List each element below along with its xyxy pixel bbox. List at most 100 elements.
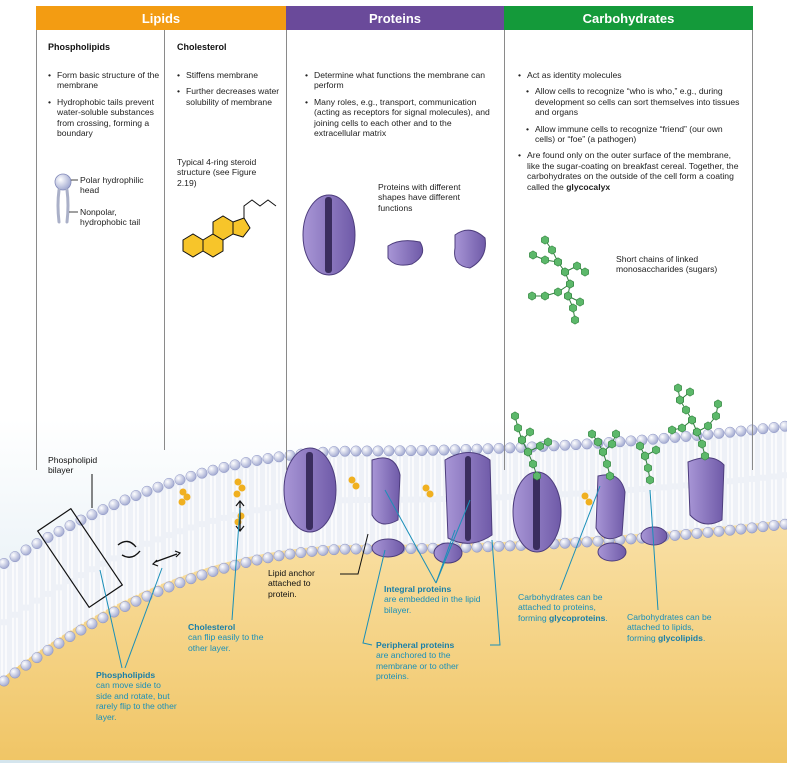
phospholipid-head xyxy=(20,544,32,556)
sugar-unit xyxy=(536,441,544,451)
lipids-header: Lipids xyxy=(141,10,181,26)
phospholipid-tail-pair xyxy=(45,543,51,645)
phospholipid-tail-pair xyxy=(155,493,161,586)
phospholipid-tail-pair xyxy=(177,485,183,577)
integral-proteins-text: are embedded in the lipid bilayer. xyxy=(384,594,481,615)
phospholipid-head xyxy=(328,446,340,458)
phospholipid-head xyxy=(669,529,681,541)
sugar-chains-text: Short chains of linked monosaccharides (… xyxy=(616,254,718,275)
phospholipid-head xyxy=(174,577,186,589)
phospholipid-tail-pair xyxy=(584,449,590,536)
phospholipid-head xyxy=(438,444,450,456)
phospholipid-head xyxy=(174,474,186,486)
carbohydrates-header: Carbohydrates xyxy=(582,10,675,26)
phospholipid-head xyxy=(625,435,637,447)
phospholipid-tail-pair xyxy=(738,437,744,524)
phospholipid-head xyxy=(493,442,505,454)
phospholipid-head xyxy=(680,528,692,540)
phospholipid-head xyxy=(581,536,593,548)
phospholipid-tail-pair xyxy=(100,515,106,612)
phospholipid-head xyxy=(405,543,417,555)
lipid-anchor-label: Lipid anchor attached to protein. xyxy=(268,568,315,599)
phospholipid-head xyxy=(328,544,340,556)
integral-proteins-term: Integral proteins xyxy=(384,584,452,594)
membrane-proteins xyxy=(283,447,725,564)
phospholipid-head xyxy=(504,540,516,552)
sugar-unit xyxy=(698,439,706,449)
phospholipid-head xyxy=(625,533,637,545)
phospholipid-head xyxy=(273,550,285,562)
sugar-chain-icon xyxy=(528,235,589,325)
sugar-unit xyxy=(576,297,584,307)
phospholipid-head xyxy=(229,559,241,571)
sugar-unit xyxy=(554,287,562,297)
phospholipid-head xyxy=(460,542,472,553)
phospholipid-tail-pair xyxy=(595,449,601,536)
steroid-structure-icon xyxy=(182,199,277,258)
sugar-unit xyxy=(588,429,596,439)
phospholipid-tail-pair xyxy=(254,466,260,555)
phospholipid-head xyxy=(141,485,153,497)
phospholipid-head xyxy=(449,444,461,456)
phospholipid-head xyxy=(405,445,417,457)
phospholipid-head xyxy=(482,541,494,553)
phospholipid-tail-pair xyxy=(210,476,216,566)
phospholipid-head xyxy=(350,543,362,555)
phospholipid-tail-pair xyxy=(672,443,678,530)
phospholipid-tail-pair xyxy=(507,453,513,540)
phospholipid-head xyxy=(427,444,439,456)
sugar-unit xyxy=(573,261,581,271)
phospholipid-tail-pair xyxy=(353,457,359,544)
phospholipid-head xyxy=(482,443,494,455)
phospholipid-tail-pair xyxy=(562,451,568,538)
glycoproteins-term: glycoproteins xyxy=(549,612,606,623)
divider-left xyxy=(36,30,37,470)
sugar-unit xyxy=(676,395,684,405)
phospholipid-head xyxy=(20,659,32,671)
glycoproteins-label: Carbohydrates can be attached to protein… xyxy=(518,592,608,623)
sugar-unit xyxy=(712,411,720,421)
phospholipids-term: Phospholipids xyxy=(96,670,156,680)
proteins-header: Proteins xyxy=(368,10,421,26)
phospholipid-head xyxy=(757,423,769,435)
sugar-unit xyxy=(599,447,607,457)
phospholipid-head xyxy=(64,631,76,643)
glycocalyx-chains xyxy=(511,383,722,485)
sugar-unit xyxy=(524,447,532,457)
phospholipid-head xyxy=(768,520,780,531)
phospholipid-tail-pair xyxy=(782,432,787,519)
phospholipid-head xyxy=(240,457,252,468)
phospholipid-head xyxy=(702,526,714,538)
phospholipid-head xyxy=(680,430,692,442)
sugar-unit xyxy=(682,405,690,415)
glycolipids-label: Carbohydrates can be attached to lipids,… xyxy=(627,612,712,643)
phospholipid-head xyxy=(317,544,329,556)
phospholipid-head xyxy=(746,522,758,534)
phospholipid-head xyxy=(0,558,10,569)
carb-bullet: Are found only on the outer surface of t… xyxy=(518,150,744,192)
phospholipid-head xyxy=(383,445,395,457)
phospholipid-head xyxy=(273,451,285,463)
phospholipid-tail-pair xyxy=(199,479,205,570)
phospholipid-head xyxy=(658,432,670,444)
phospholipid-head xyxy=(339,445,351,457)
phospholipid-head xyxy=(592,535,604,547)
phospholipid-tail-pair xyxy=(111,510,117,607)
protein-shapes-icon xyxy=(302,194,486,276)
phospholipid-head xyxy=(735,425,747,437)
divider-lipids-proteins xyxy=(286,30,287,470)
phospholipid-head xyxy=(141,590,153,602)
phospholipid-head xyxy=(581,438,593,450)
sugar-unit xyxy=(569,303,577,313)
sugar-unit xyxy=(528,291,536,301)
phospholipid-head xyxy=(691,527,703,539)
sugar-unit xyxy=(533,471,541,481)
sugar-unit xyxy=(548,245,556,255)
phospholipid-head xyxy=(735,523,747,535)
phospholipid-head xyxy=(471,541,483,553)
divider-phospho-chol xyxy=(164,30,165,450)
cholesterol-bullet: Further decreases water solubility of me… xyxy=(177,86,281,107)
sugar-unit xyxy=(603,459,611,469)
